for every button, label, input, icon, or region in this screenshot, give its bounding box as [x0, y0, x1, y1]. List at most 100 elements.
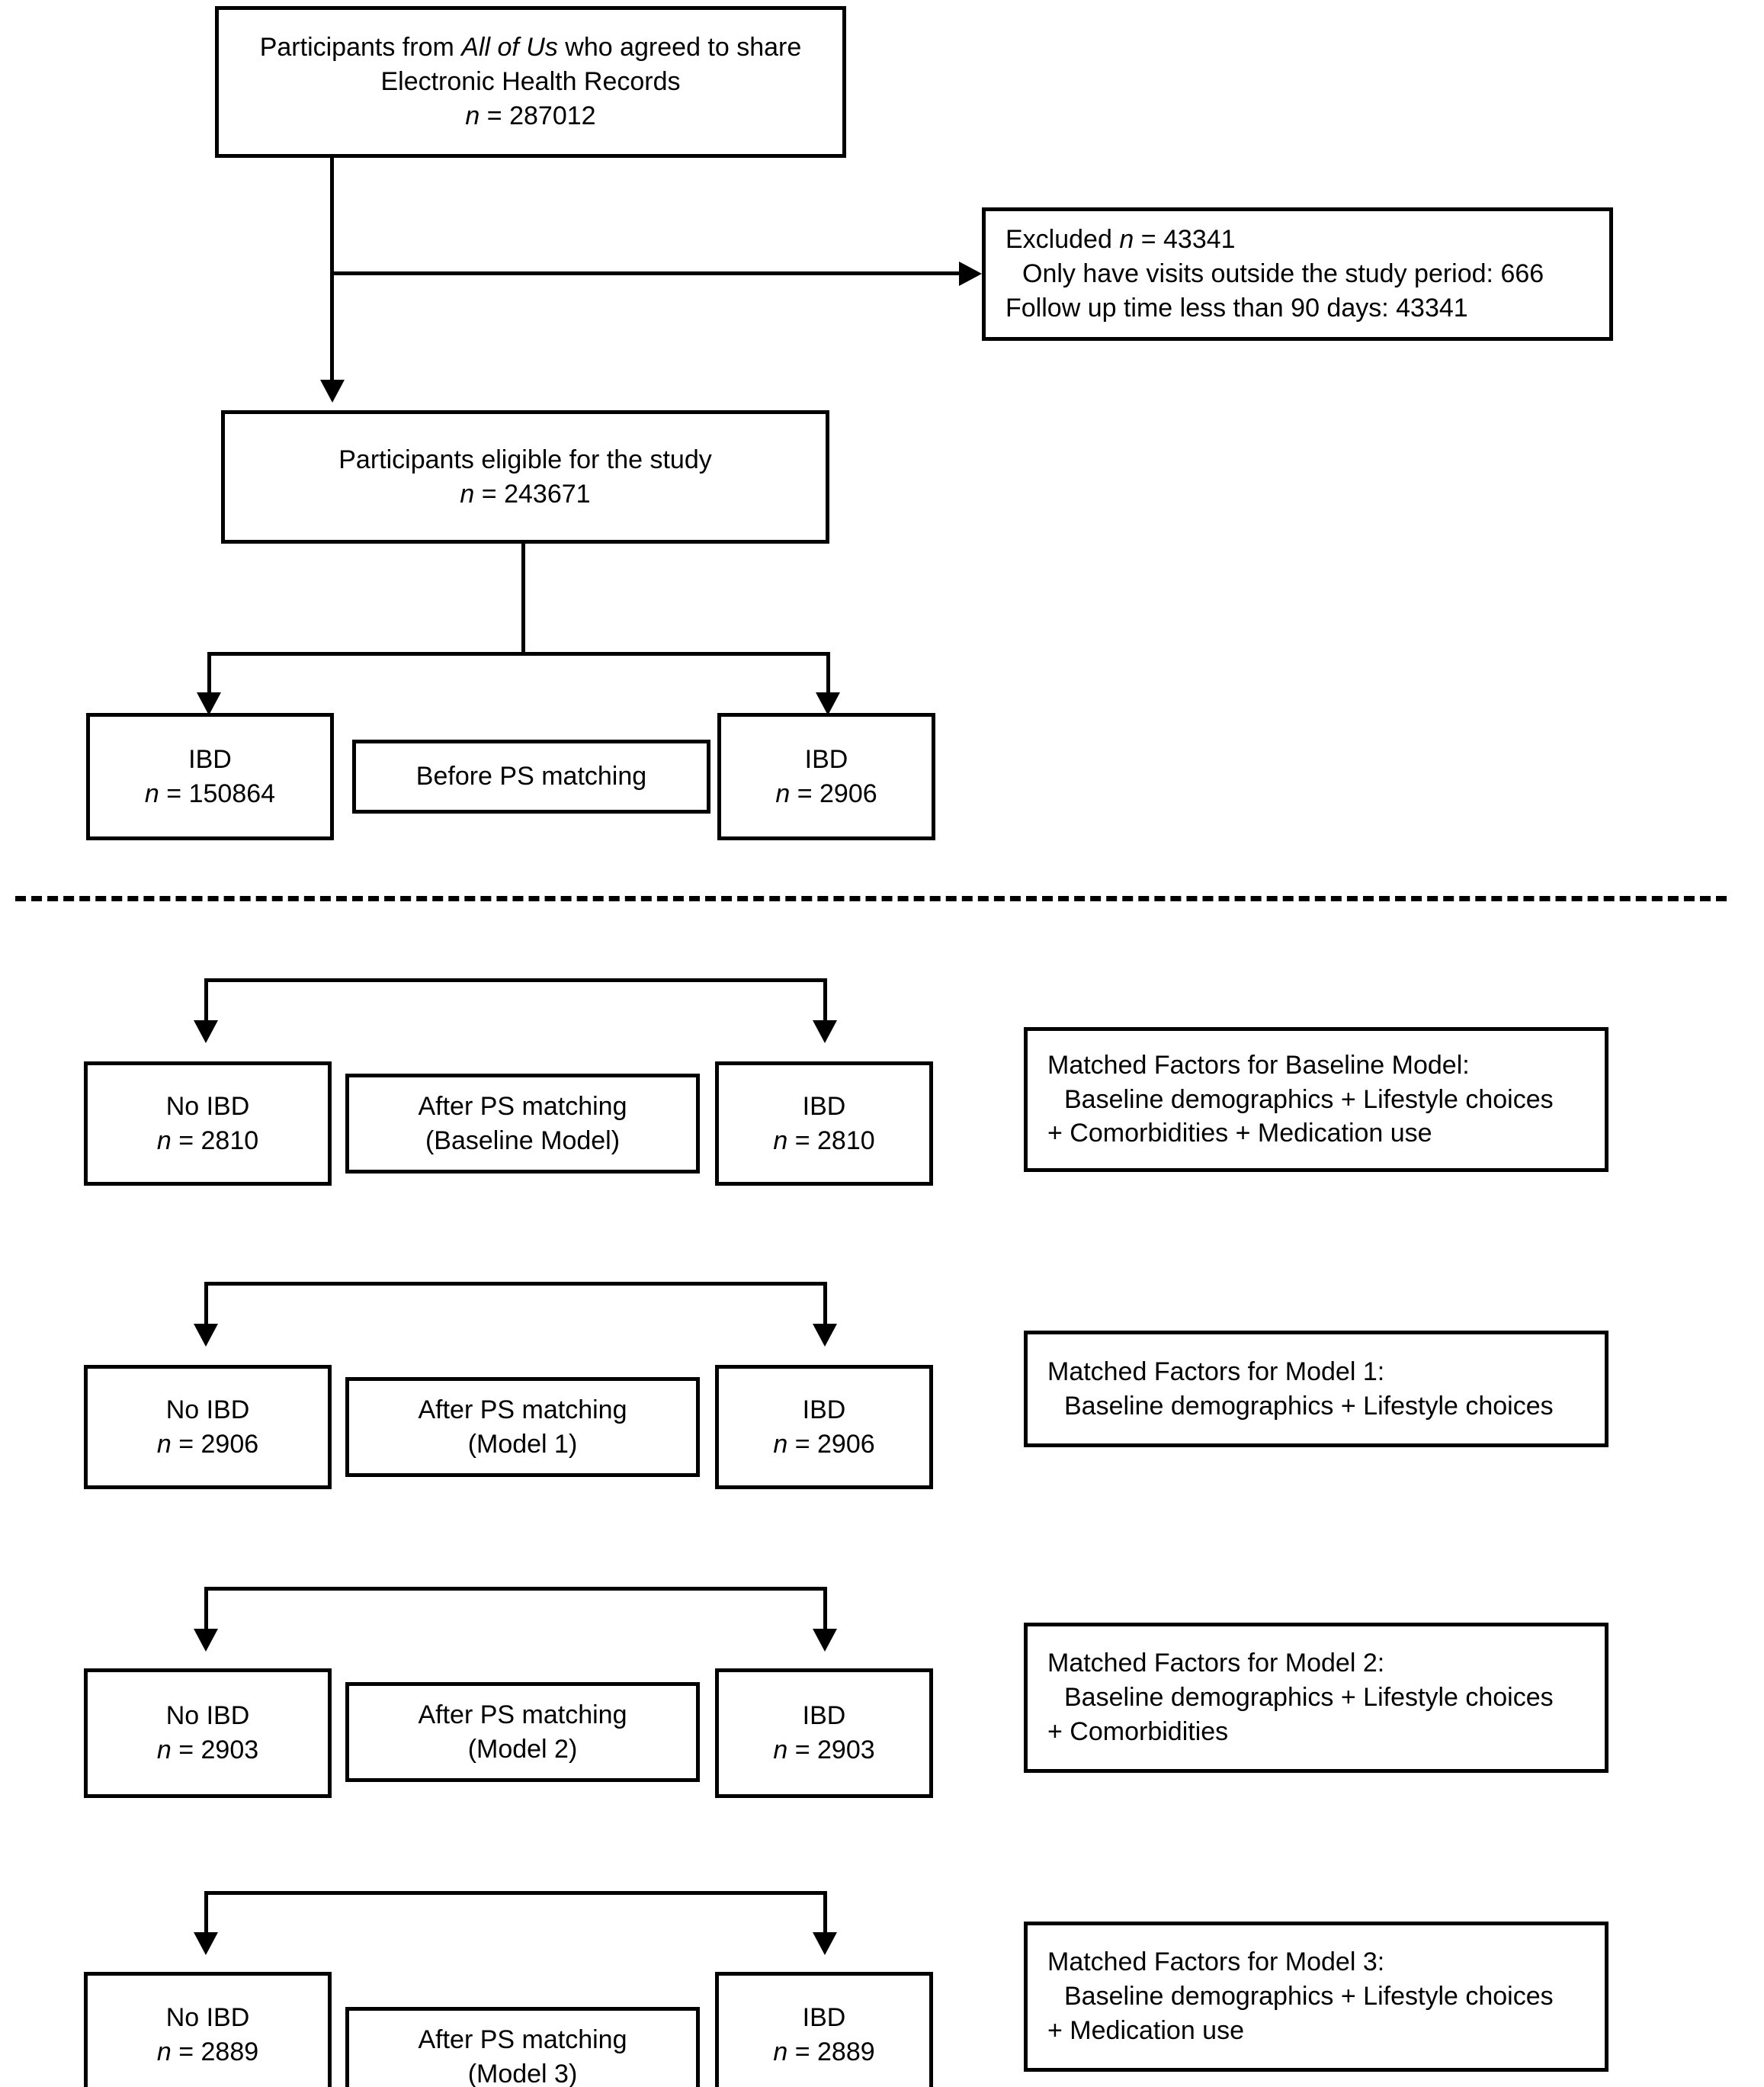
n-symbol: n	[460, 479, 475, 509]
n-symbol: n	[156, 1429, 172, 1459]
model1-left-count: n = 2906	[157, 1427, 258, 1462]
source-cohort-line-2: Electronic Health Records	[380, 67, 681, 97]
node-baseline-factors: Matched Factors for Baseline Model: Base…	[1024, 1027, 1608, 1172]
model2-right-count: n = 2903	[773, 1733, 874, 1768]
n-equals: =	[171, 1429, 201, 1459]
n-equals: =	[787, 2037, 818, 2066]
before-middle-line-1: Before PS matching	[415, 762, 647, 791]
n-value: 2889	[817, 2037, 875, 2066]
n-symbol: n	[144, 779, 159, 808]
n-value: 2903	[817, 1735, 875, 1764]
node-model2-factors: Matched Factors for Model 2: Baseline de…	[1024, 1623, 1608, 1773]
model3-left-count: n = 2889	[157, 2035, 258, 2069]
model3-left-label: No IBD	[165, 2002, 250, 2032]
n-equals: =	[171, 2037, 201, 2066]
n-value: 287012	[509, 101, 596, 130]
model3-middle-line-2: (Model 3)	[467, 2059, 578, 2087]
n-symbol: n	[156, 1125, 172, 1155]
n-equals: =	[171, 1735, 201, 1764]
arrowhead-baseline-left	[194, 1020, 218, 1043]
n-value: 150864	[188, 779, 276, 808]
node-model1-middle: After PS matching (Model 1)	[345, 1377, 700, 1477]
connector-model1-left-drop	[204, 1282, 208, 1339]
n-symbol: n	[773, 1125, 788, 1155]
model1-right-label: IBD	[802, 1395, 846, 1424]
n-value: 2906	[819, 779, 877, 808]
source-cohort-line1-pre: Participants from	[259, 33, 462, 63]
section-divider	[15, 896, 1727, 901]
arrowhead-to-excluded	[959, 262, 982, 286]
model1-middle-line-1: After PS matching	[418, 1395, 627, 1424]
n-symbol: n	[773, 1735, 788, 1764]
excluded-prefix: Excluded	[1005, 225, 1120, 255]
n-equals: =	[479, 101, 510, 130]
model2-left-label: No IBD	[165, 1701, 250, 1731]
connector-baseline-right-drop	[823, 978, 827, 1035]
n-equals: =	[171, 1125, 201, 1155]
node-baseline-left: No IBD n = 2810	[84, 1061, 332, 1186]
n-value: 2889	[200, 2037, 259, 2066]
connector-eligible-left-drop	[207, 652, 211, 709]
connector-model3-top	[204, 1891, 827, 1895]
connector-source-trunk	[330, 158, 334, 398]
baseline-left-count: n = 2810	[157, 1124, 258, 1158]
node-eligible: Participants eligible for the study n = …	[221, 410, 829, 544]
connector-model2-top	[204, 1587, 827, 1591]
baseline-right-count: n = 2810	[773, 1124, 874, 1158]
node-model2-right: IBD n = 2903	[715, 1668, 933, 1798]
node-source-cohort: Participants from All of Us who agreed t…	[215, 6, 846, 158]
n-symbol: n	[156, 1735, 172, 1764]
n-value: 2810	[200, 1125, 259, 1155]
n-value: 243671	[504, 479, 591, 509]
model3-factors-line-2: Baseline demographics + Lifestyle choice…	[1064, 1982, 1554, 2012]
model3-right-count: n = 2889	[773, 2035, 874, 2069]
baseline-right-label: IBD	[802, 1091, 846, 1121]
excluded-reason-1: Only have visits outside the study perio…	[1022, 259, 1544, 289]
excluded-line-1: Excluded n = 43341	[986, 223, 1236, 257]
node-before-right: IBD n = 2906	[717, 713, 935, 840]
model3-factors-heading: Matched Factors for Model 3:	[1047, 1947, 1385, 1977]
source-cohort-study-name: All of Us	[461, 33, 558, 63]
model3-factors-line-3: + Medication use	[1047, 2015, 1244, 2045]
connector-eligible-split	[207, 652, 830, 656]
model2-middle-line-1: After PS matching	[418, 1700, 627, 1729]
excluded-reason-2: Follow up time less than 90 days: 43341	[1005, 293, 1468, 323]
n-value: 2906	[200, 1429, 259, 1459]
arrowhead-model3-right	[813, 1932, 837, 1955]
n-value: 2810	[817, 1125, 875, 1155]
n-symbol: n	[156, 2037, 172, 2066]
model2-middle-line-2: (Model 2)	[467, 1734, 578, 1764]
node-before-middle: Before PS matching	[352, 740, 710, 814]
n-equals: =	[787, 1125, 818, 1155]
n-equals: =	[474, 479, 505, 509]
arrowhead-model1-right	[813, 1324, 837, 1347]
n-symbol: n	[775, 779, 791, 808]
n-equals: =	[787, 1735, 818, 1764]
connector-model1-right-drop	[823, 1282, 827, 1339]
before-left-count: n = 150864	[145, 777, 275, 811]
connector-eligible-trunk	[521, 544, 525, 654]
connector-baseline-top	[204, 978, 827, 982]
node-model3-left: No IBD n = 2889	[84, 1972, 332, 2087]
model1-left-label: No IBD	[165, 1395, 250, 1424]
arrowhead-model1-left	[194, 1324, 218, 1347]
before-right-label: IBD	[804, 744, 848, 774]
n-symbol: n	[773, 2037, 788, 2066]
node-model1-factors: Matched Factors for Model 1: Baseline de…	[1024, 1331, 1608, 1447]
node-model3-middle: After PS matching (Model 3)	[345, 2007, 700, 2087]
connector-model2-right-drop	[823, 1587, 827, 1644]
node-baseline-middle: After PS matching (Baseline Model)	[345, 1074, 700, 1174]
node-baseline-right: IBD n = 2810	[715, 1061, 933, 1186]
model2-factors-line-2: Baseline demographics + Lifestyle choice…	[1064, 1683, 1554, 1713]
model1-factors-heading: Matched Factors for Model 1:	[1047, 1357, 1385, 1386]
arrowhead-before-right	[816, 692, 840, 715]
model2-left-count: n = 2903	[157, 1733, 258, 1768]
arrowhead-model2-right	[813, 1629, 837, 1652]
node-model3-factors: Matched Factors for Model 3: Baseline de…	[1024, 1922, 1608, 2072]
n-value: 2903	[200, 1735, 259, 1764]
model2-factors-heading: Matched Factors for Model 2:	[1047, 1649, 1385, 1678]
baseline-factors-heading: Matched Factors for Baseline Model:	[1047, 1050, 1470, 1080]
connector-baseline-left-drop	[204, 978, 208, 1035]
baseline-middle-line-2: (Baseline Model)	[425, 1125, 621, 1155]
